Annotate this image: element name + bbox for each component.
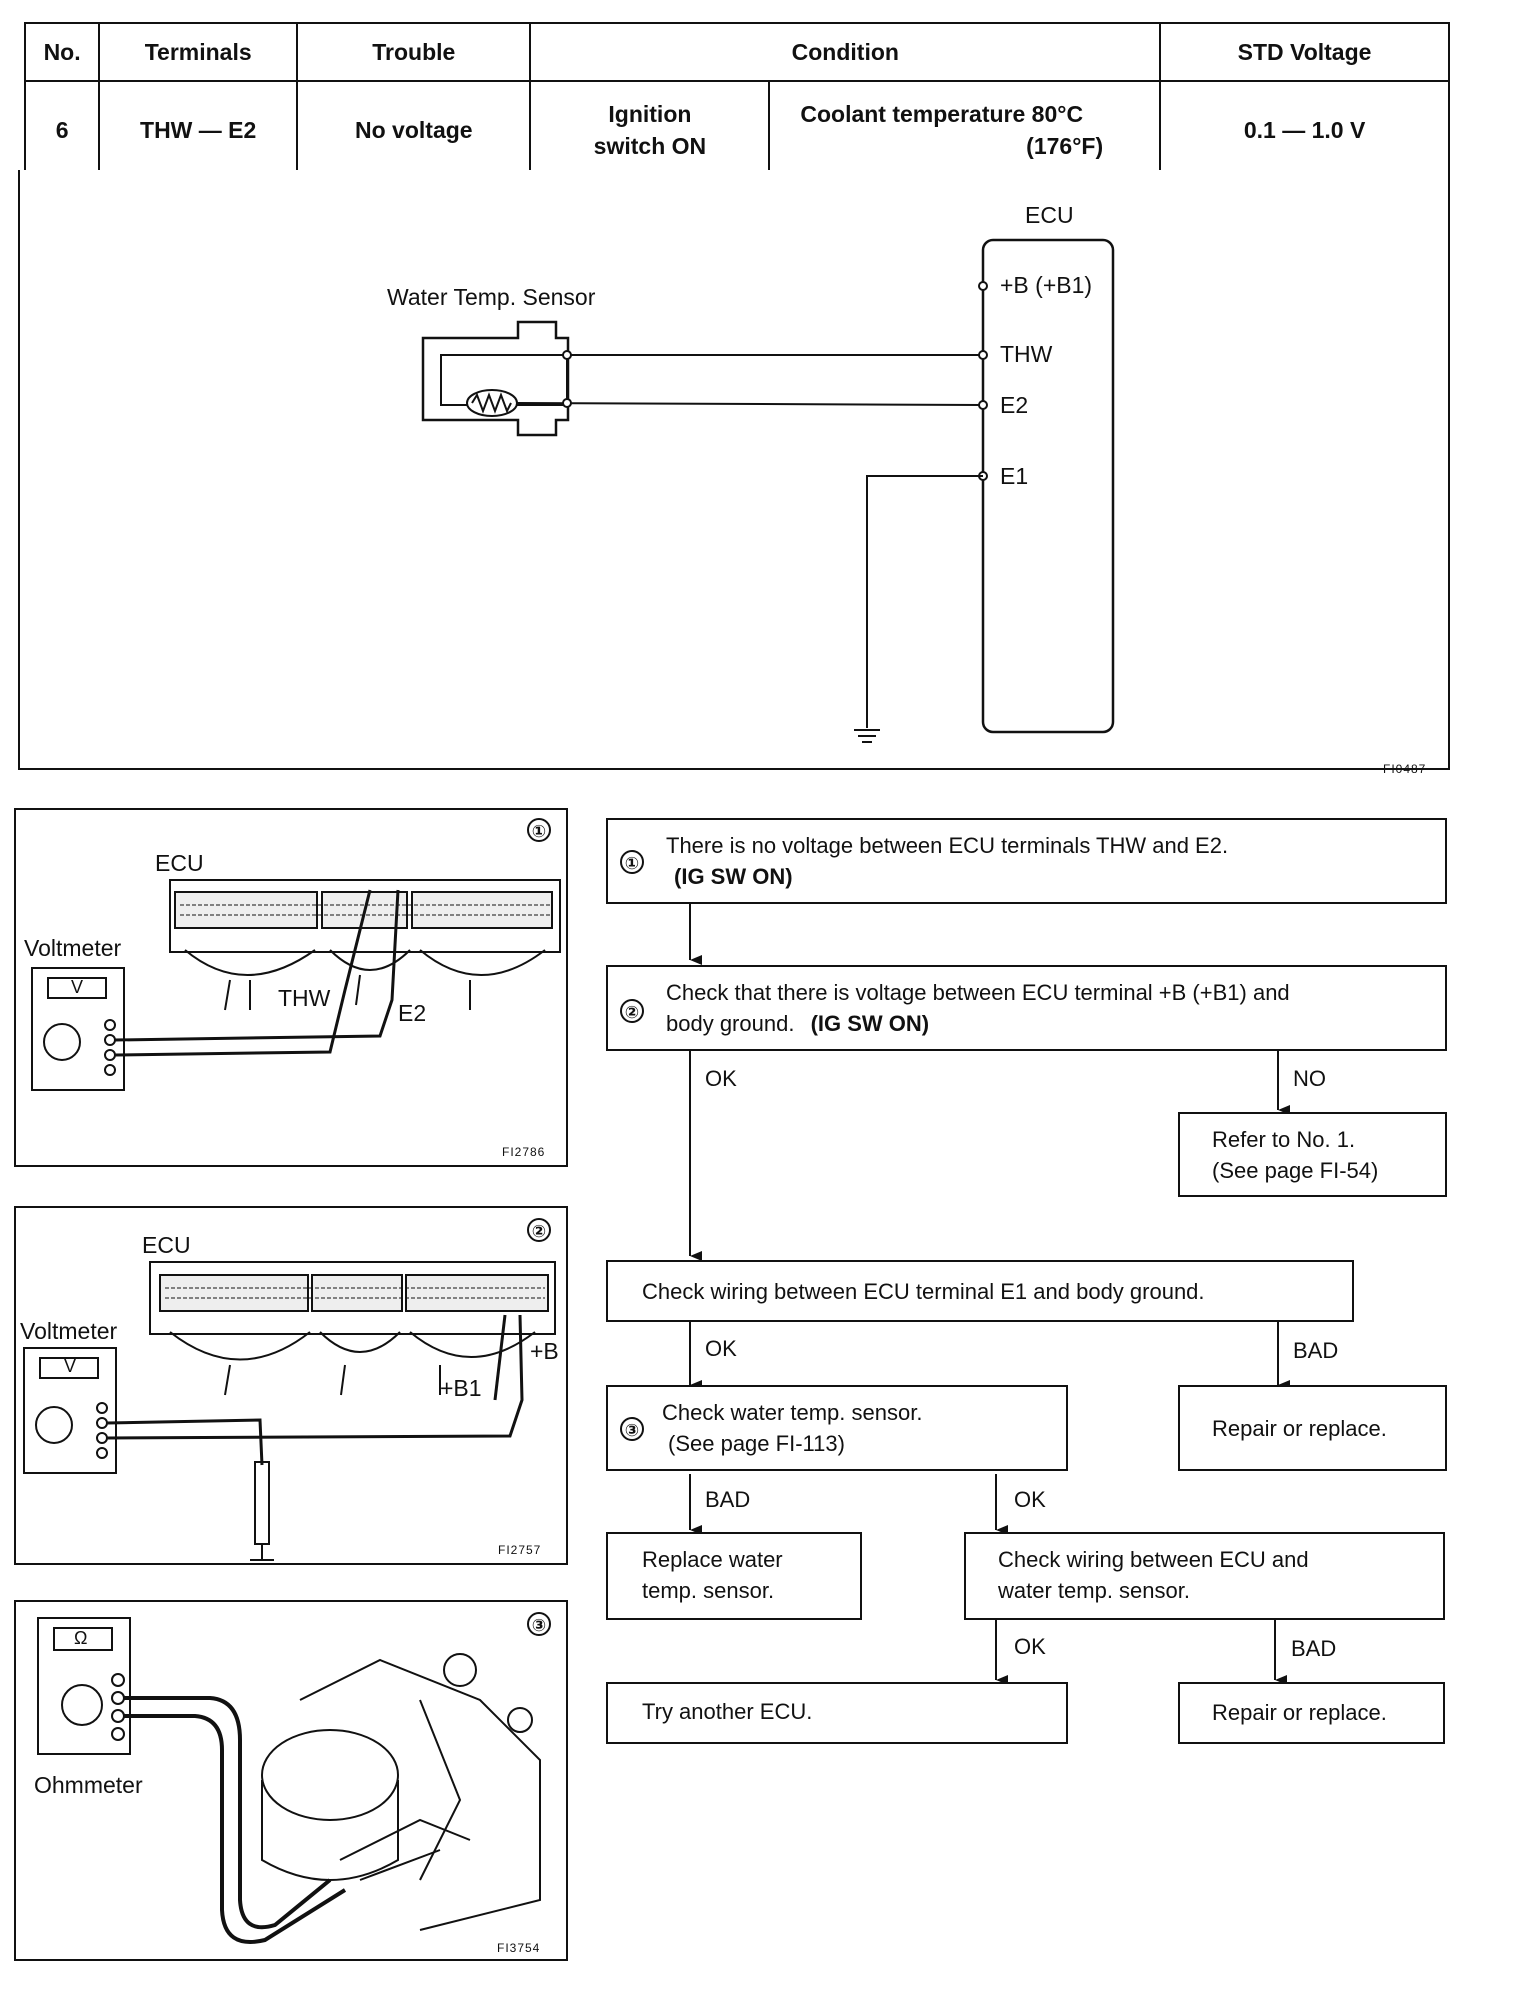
ground-icon: [854, 729, 880, 743]
terminal-b-label: +B (+B1): [1000, 272, 1093, 298]
condition-coolant-line1: Coolant temperature 80°C: [800, 101, 1084, 127]
illustration-1-number: ①: [527, 818, 551, 842]
flow-ok-1: OK: [705, 1066, 737, 1091]
illustration-2-frame: [14, 1206, 568, 1565]
illustration-1-probe-e2: E2: [398, 1000, 427, 1026]
cell-terminals: THW — E2: [98, 80, 299, 180]
flow-step-1-number: ①: [620, 850, 644, 874]
flow-step-1-text: There is no voltage between ECU terminal…: [666, 833, 1229, 858]
flow-check-e1: Check wiring between ECU terminal E1 and…: [606, 1260, 1354, 1322]
flow-check-wiring-line2: water temp. sensor.: [998, 1578, 1190, 1603]
illustration-2-number: ②: [527, 1218, 551, 1242]
ecu-connector-drawing-2: [23, 1261, 556, 1561]
illustration-2-ecu-label: ECU: [142, 1232, 191, 1258]
flow-ok-2: OK: [705, 1336, 737, 1361]
flow-step-2-cond: (IG SW ON): [810, 1011, 930, 1036]
illustration-2-meter-label: Voltmeter: [20, 1318, 118, 1344]
illustration-1-meter-label: Voltmeter: [24, 935, 122, 961]
flow-step-3-line2: (See page FI-113): [668, 1431, 845, 1456]
ecu-connector-drawing-1: [31, 879, 561, 1091]
flow-step-2: ② Check that there is voltage between EC…: [606, 965, 1447, 1051]
flow-step-3: ③ Check water temp. sensor. (See page FI…: [606, 1385, 1068, 1471]
terminal-b-dot: [978, 281, 988, 291]
ohmmeter-icon: [37, 1617, 131, 1755]
ohmmeter-symbol: Ω: [74, 1628, 88, 1648]
flow-try-ecu-text: Try another ECU.: [642, 1699, 813, 1724]
circuit-diagram: [421, 238, 1115, 743]
illustration-1-probe-thw: THW: [278, 985, 331, 1011]
cell-std-voltage: 0.1 — 1.0 V: [1159, 80, 1450, 180]
flow-no-1: NO: [1293, 1066, 1326, 1091]
header-no: No.: [23, 22, 101, 82]
flow-refer-line2: (See page FI-54): [1212, 1158, 1379, 1183]
circuit-ecu-label: ECU: [1025, 202, 1074, 228]
illustration-2-code: FI2757: [498, 1543, 542, 1557]
flow-repair-box-1: Repair or replace.: [1178, 1385, 1447, 1471]
terminal-e2-dot: [978, 400, 988, 410]
flow-check-e1-text: Check wiring between ECU terminal E1 and…: [642, 1279, 1205, 1304]
sensor-body: [421, 320, 570, 437]
header-condition: Condition: [529, 22, 1162, 82]
spec-table: No. Terminals Trouble Condition STD Volt…: [23, 22, 1450, 180]
voltmeter-2-symbol: V: [64, 1356, 77, 1376]
header-std-voltage: STD Voltage: [1159, 22, 1450, 82]
flow-try-ecu: Try another ECU.: [606, 1682, 1068, 1744]
sensor-label: Water Temp. Sensor: [387, 284, 596, 310]
cell-no: 6: [23, 80, 101, 180]
illustration-3-number: ③: [527, 1612, 551, 1636]
flow-replace-sensor-line1: Replace water: [642, 1547, 783, 1572]
voltmeter-icon: [31, 967, 125, 1091]
flow-step-1: ① There is no voltage between ECU termin…: [606, 818, 1447, 904]
flow-replace-sensor: Replace water temp. sensor.: [606, 1532, 862, 1620]
circuit-diagram-frame: [18, 170, 1450, 770]
flow-step-3-number: ③: [620, 1417, 644, 1441]
terminal-thw-label: THW: [1000, 341, 1053, 367]
cell-condition-coolant: Coolant temperature 80°C (176°F): [768, 80, 1162, 180]
header-terminals: Terminals: [98, 22, 299, 82]
illustration-2-probe-b1: +B1: [440, 1375, 482, 1401]
condition-coolant-line2: (176°F): [1026, 133, 1104, 159]
flow-check-wiring-line1: Check wiring between ECU and: [998, 1547, 1309, 1572]
voltmeter-icon: [23, 1347, 117, 1474]
illustration-3-frame: [14, 1600, 568, 1961]
engine-sensor-drawing: [37, 1617, 541, 1944]
illustration-3-code: FI3754: [497, 1941, 541, 1955]
illustration-2-probe-b: +B: [530, 1338, 559, 1364]
flow-step-3-line1: Check water temp. sensor.: [662, 1400, 923, 1425]
flow-replace-sensor-line2: temp. sensor.: [642, 1578, 775, 1603]
flow-step-1-cond: (IG SW ON): [674, 864, 793, 889]
terminal-e1-label: E1: [1000, 463, 1029, 489]
flow-refer-line1: Refer to No. 1.: [1212, 1127, 1356, 1152]
condition-ignition-text: Ignition switch ON: [593, 101, 707, 159]
flow-ok-4: OK: [1014, 1634, 1046, 1659]
flow-step-2-number: ②: [620, 999, 644, 1023]
ecu-box: [981, 238, 1115, 734]
terminal-thw-dot: [978, 350, 988, 360]
flow-ok-3: OK: [1014, 1487, 1046, 1512]
voltmeter-1-symbol: V: [71, 977, 84, 997]
illustration-1-code: FI2786: [502, 1145, 546, 1159]
flow-check-wiring: Check wiring between ECU and water temp.…: [964, 1532, 1445, 1620]
flow-step-2-line2: body ground.: [666, 1011, 795, 1036]
terminal-e2-label: E2: [1000, 392, 1029, 418]
flow-repair-1-text: Repair or replace.: [1212, 1416, 1387, 1441]
flow-bad-1: BAD: [1293, 1338, 1339, 1363]
illustration-1-ecu-label: ECU: [155, 850, 204, 876]
flow-bad-3: BAD: [1291, 1636, 1337, 1661]
header-trouble: Trouble: [296, 22, 532, 82]
flow-step-2-line1: Check that there is voltage between ECU …: [666, 980, 1290, 1005]
cell-trouble: No voltage: [296, 80, 532, 180]
flow-repair-2-text: Repair or replace.: [1212, 1700, 1387, 1725]
flow-repair-box-2: Repair or replace.: [1178, 1682, 1445, 1744]
cell-condition-ignition: Ignition switch ON: [529, 80, 771, 180]
flow-refer-box: Refer to No. 1. (See page FI-54): [1178, 1112, 1447, 1197]
illustration-3-meter-label: Ohmmeter: [34, 1772, 143, 1798]
flow-bad-2: BAD: [705, 1487, 751, 1512]
circuit-figure-code: FI0487: [1383, 762, 1427, 776]
